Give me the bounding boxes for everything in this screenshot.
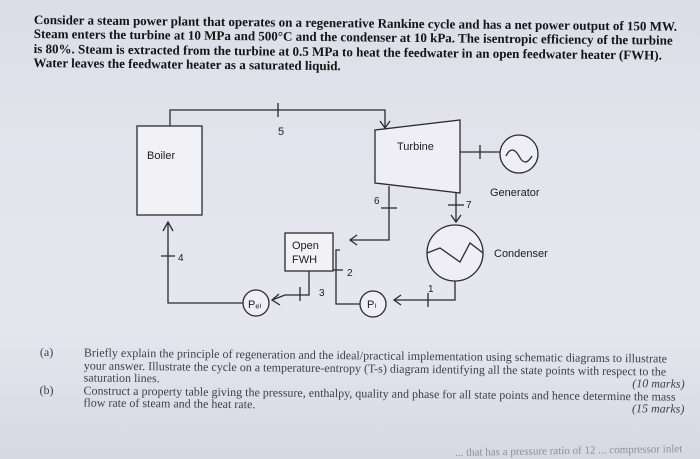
questions-section: (a) Briefly explain the principle of reg… — [39, 345, 685, 417]
arrow-4 — [162, 220, 174, 232]
arrow-1 — [392, 294, 402, 306]
state-label-4: 4 — [178, 253, 184, 264]
pump-i-label: Pₗ — [367, 299, 376, 311]
state-label-3: 3 — [319, 288, 325, 299]
question-marks: (15 marks) — [631, 401, 685, 417]
arrow-6 — [348, 234, 358, 246]
boiler-label: Boiler — [147, 150, 175, 162]
question-label: (a) — [39, 345, 54, 360]
line-2 — [335, 249, 360, 305]
arrow-5 — [379, 120, 391, 130]
fwh-label-2: FWH — [292, 254, 317, 266]
state-label-5: 5 — [278, 126, 284, 138]
condenser-coil — [426, 242, 484, 263]
line-4 — [167, 224, 243, 304]
pump-ii-label: Pₑₗ — [248, 299, 261, 311]
turbine-shape — [374, 119, 461, 194]
condenser-circle — [426, 224, 484, 282]
state-label-2: 2 — [347, 268, 353, 279]
generator-label: Generator — [490, 187, 540, 199]
state-label-1: 1 — [428, 284, 434, 295]
fwh-label-1: Open — [292, 240, 319, 252]
arrow-3 — [270, 293, 281, 306]
line-3 — [271, 271, 310, 301]
liquid-line-1 — [394, 281, 456, 301]
state-label-6: 6 — [374, 196, 380, 207]
condenser-label: Condenser — [494, 248, 548, 260]
fwh-box — [284, 232, 334, 272]
extraction-line-6 — [350, 186, 390, 241]
state-label-7: 7 — [466, 200, 472, 211]
generator-circle — [499, 134, 539, 174]
generator-wave — [505, 149, 533, 163]
boiler-box — [136, 125, 203, 216]
turbine-label: Turbine — [397, 141, 434, 153]
arrow-7 — [450, 214, 462, 224]
question-label: (b) — [39, 382, 54, 397]
